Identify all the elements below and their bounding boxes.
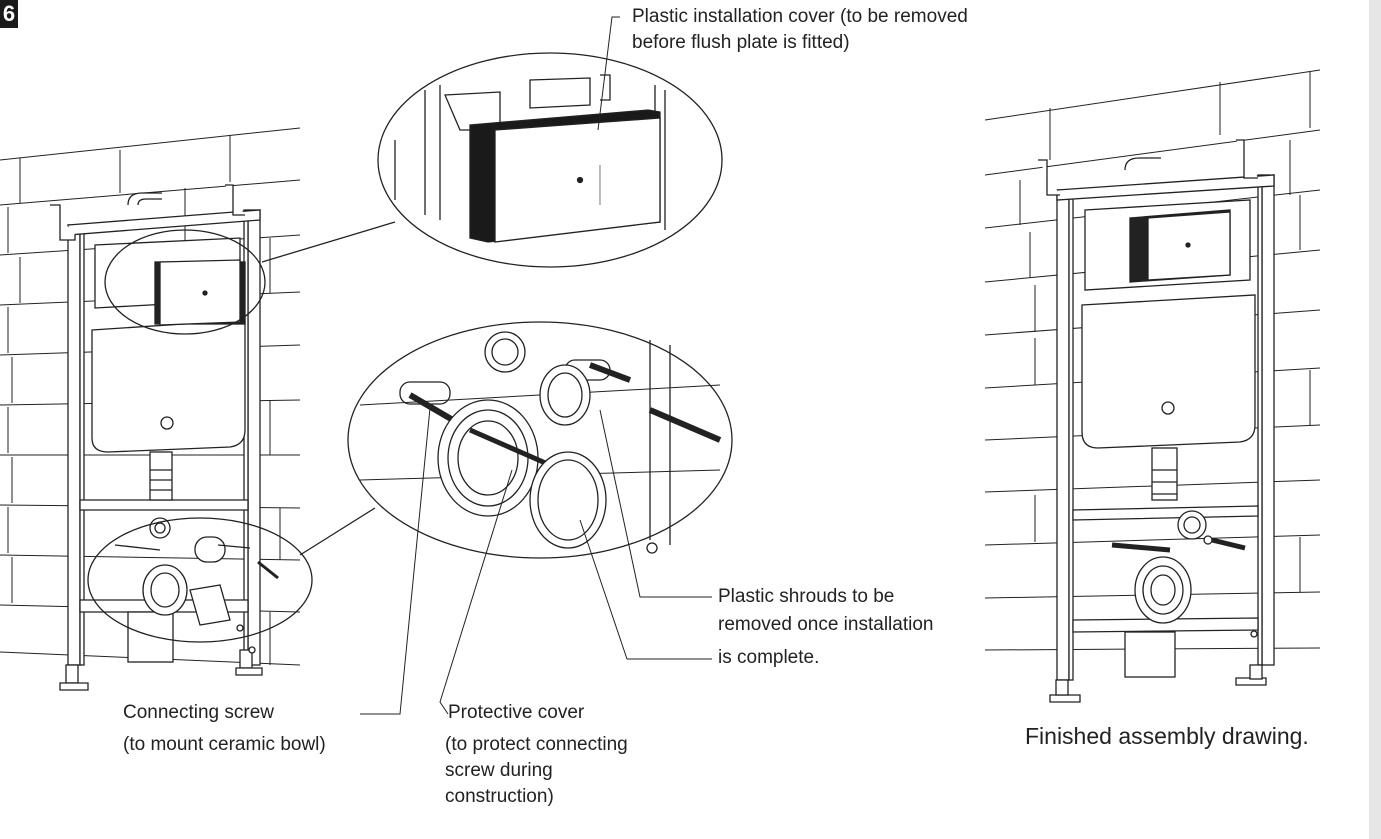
label-plastic-cover-line2: before flush plate is fitted): [632, 32, 850, 53]
label-shrouds-line3: is complete.: [718, 647, 820, 668]
right-cover-detail: [1129, 209, 1231, 283]
right-bottom-fittings: [1111, 510, 1258, 638]
left-bottom-fittings: [114, 517, 279, 626]
left-cistern: [91, 192, 246, 663]
top-zoom-detail: [377, 52, 723, 268]
left-cover-detail: [154, 259, 246, 326]
left-zoom-circle-bottom: [87, 517, 313, 643]
label-protective-line4: construction): [445, 786, 554, 807]
label-protective-line2: (to protect connecting: [445, 734, 628, 755]
step-number-badge: 6: [0, 0, 18, 28]
label-connecting-line2: (to mount ceramic bowl): [123, 734, 326, 755]
label-plastic-cover-line1: Plastic installation cover (to be remove…: [632, 6, 968, 27]
label-shrouds-line2: removed once installation: [718, 614, 934, 635]
plastic-installation-cover: [469, 109, 661, 243]
page-edge-rule: [1369, 0, 1381, 839]
label-shrouds-line1: Plastic shrouds to be: [718, 586, 895, 607]
label-protective-line3: screw during: [445, 760, 553, 781]
leader-lines: [360, 16, 712, 715]
label-connecting-line1: Connecting screw: [123, 702, 275, 723]
center-zoom-detail: [347, 321, 733, 559]
label-finished-assembly: Finished assembly drawing.: [1025, 723, 1309, 749]
left-zoom-circle-top: [104, 229, 266, 335]
label-protective-line1: Protective cover: [448, 702, 585, 723]
right-frame: [1038, 139, 1275, 703]
